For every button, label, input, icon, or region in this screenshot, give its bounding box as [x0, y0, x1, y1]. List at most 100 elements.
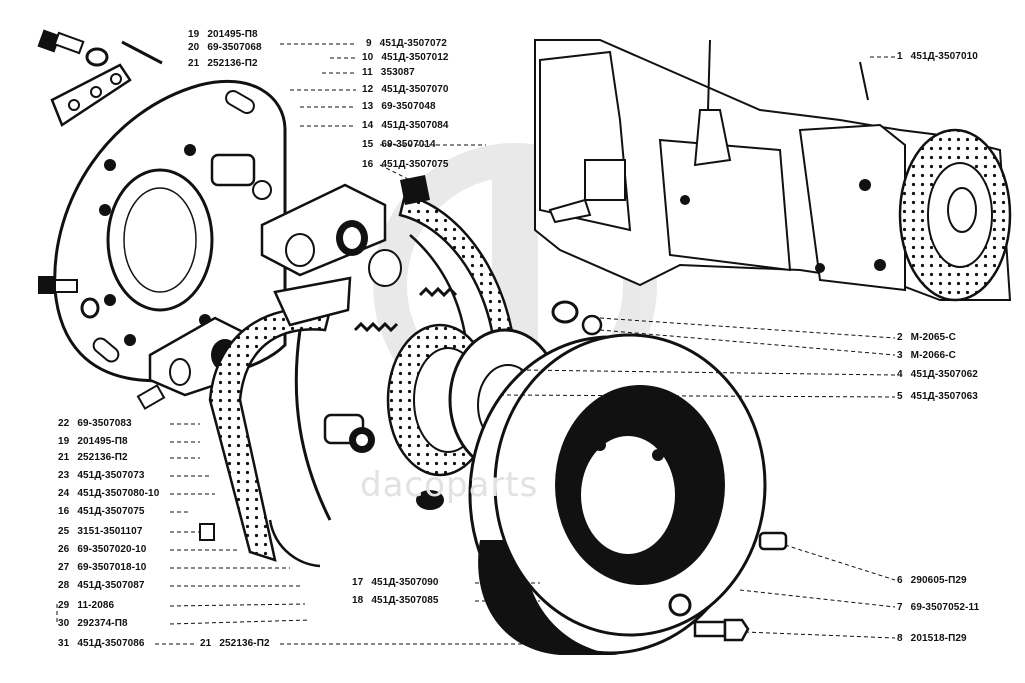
callout-part: 451Д-3507075	[381, 159, 449, 170]
callout-number: 8	[897, 633, 903, 644]
callout-part: 252136-П2	[219, 638, 270, 649]
callout-part: 451Д-3507063	[910, 391, 978, 402]
callout-12: 12 451Д-3507070	[362, 84, 449, 95]
callout-part: 353087	[380, 67, 415, 78]
callout-number: 16	[58, 506, 70, 517]
callout-13: 13 69-3507048	[362, 101, 436, 112]
callout-20: 20 69-3507068	[188, 42, 262, 53]
brake-drum	[468, 333, 767, 655]
callout-part: 451Д-3507062	[910, 369, 978, 380]
callout-number: 13	[362, 101, 374, 112]
callout-part: 11-2086	[77, 600, 115, 611]
bleed-valves	[136, 153, 272, 541]
callout-number: 9	[366, 38, 372, 49]
callout-number: 10	[362, 52, 374, 63]
callout-number: 21	[188, 58, 200, 69]
callout-number: 25	[58, 526, 70, 537]
callout-number: 15	[362, 139, 374, 150]
callout-number: 12	[362, 84, 374, 95]
wheel-cylinder-upper	[260, 183, 387, 277]
callout-number: 23	[58, 470, 70, 481]
leader-lines	[56, 43, 896, 645]
callout-8: 8 201518-П29	[897, 633, 967, 644]
callout-number: 30	[58, 618, 70, 629]
callout-21-top: 21 252136-П2	[188, 58, 258, 69]
callout-23: 23 451Д-3507073	[58, 470, 145, 481]
callout-number: 17	[352, 577, 364, 588]
callout-part: 252136-П2	[77, 452, 128, 463]
callout-number: 2	[897, 332, 903, 343]
callout-number: 19	[58, 436, 70, 447]
callout-10: 10 451Д-3507012	[362, 52, 449, 63]
callout-part: 69-3507048	[381, 101, 436, 112]
callout-21-left: 21 252136-П2	[58, 452, 128, 463]
callout-number: 19	[188, 29, 200, 40]
callout-part: 69-3507018-10	[77, 562, 147, 573]
callout-27: 27 69-3507018-10	[58, 562, 146, 573]
callout-part: 69-3507068	[207, 42, 262, 53]
callout-4: 4 451Д-3507062	[897, 369, 978, 380]
adjuster-cam	[323, 413, 375, 453]
callout-number: 21	[58, 452, 70, 463]
callout-16-bottom: 16 451Д-3507075	[58, 506, 145, 517]
callout-2: 2 М-2065-С	[897, 332, 956, 343]
callout-14: 14 451Д-3507084	[362, 120, 449, 131]
callout-part: 451Д-3507085	[371, 595, 439, 606]
callout-number: 22	[58, 418, 70, 429]
callout-part: 451Д-3507012	[381, 52, 449, 63]
callout-part: М-2065-С	[910, 332, 956, 343]
callout-part: 451Д-3507010	[910, 51, 978, 62]
return-springs	[353, 249, 603, 336]
callout-part: 69-3507020-10	[77, 544, 147, 555]
callout-number: 20	[188, 42, 200, 53]
callout-number: 3	[897, 350, 903, 361]
callout-number: 4	[897, 369, 903, 380]
callout-number: 29	[58, 600, 70, 611]
callout-part: М-2066-С	[910, 350, 956, 361]
callout-number: 11	[362, 67, 373, 78]
callout-part: 451Д-3507073	[77, 470, 145, 481]
callout-number: 7	[897, 602, 903, 613]
callout-part: 451Д-3507070	[381, 84, 449, 95]
callout-18: 18 451Д-3507085	[352, 595, 439, 606]
callout-3: 3 М-2066-С	[897, 350, 956, 361]
callout-29: 29 11-2086	[58, 600, 114, 611]
callout-21-bottom: 21 252136-П2	[200, 638, 270, 649]
callout-11: 11 353087	[362, 67, 415, 78]
bolt-left-middle	[38, 276, 100, 319]
watermark-text: dacoparts	[360, 465, 539, 505]
callout-number: 31	[58, 638, 70, 649]
callout-19-top: 19 201495-П8	[188, 29, 258, 40]
callout-part: 201495-П8	[207, 29, 258, 40]
callout-part: 451Д-3507075	[77, 506, 145, 517]
callout-number: 24	[58, 488, 70, 499]
callout-number: 27	[58, 562, 70, 573]
callout-part: 252136-П2	[207, 58, 258, 69]
callout-number: 18	[352, 595, 364, 606]
wheel-studs	[693, 531, 788, 642]
callout-number: 16	[362, 159, 374, 170]
callout-number: 21	[200, 638, 212, 649]
callout-number: 1	[897, 51, 903, 62]
axle-assembly	[534, 39, 1012, 302]
callout-16-top: 16 451Д-3507075	[362, 159, 449, 170]
callout-part: 451Д-3507084	[381, 120, 449, 131]
callout-part: 451Д-3507087	[77, 580, 145, 591]
callout-number: 14	[362, 120, 374, 131]
callout-part: 201495-П8	[77, 436, 128, 447]
callout-1: 1 451Д-3507010	[897, 51, 978, 62]
callout-part: 201518-П29	[910, 633, 967, 644]
